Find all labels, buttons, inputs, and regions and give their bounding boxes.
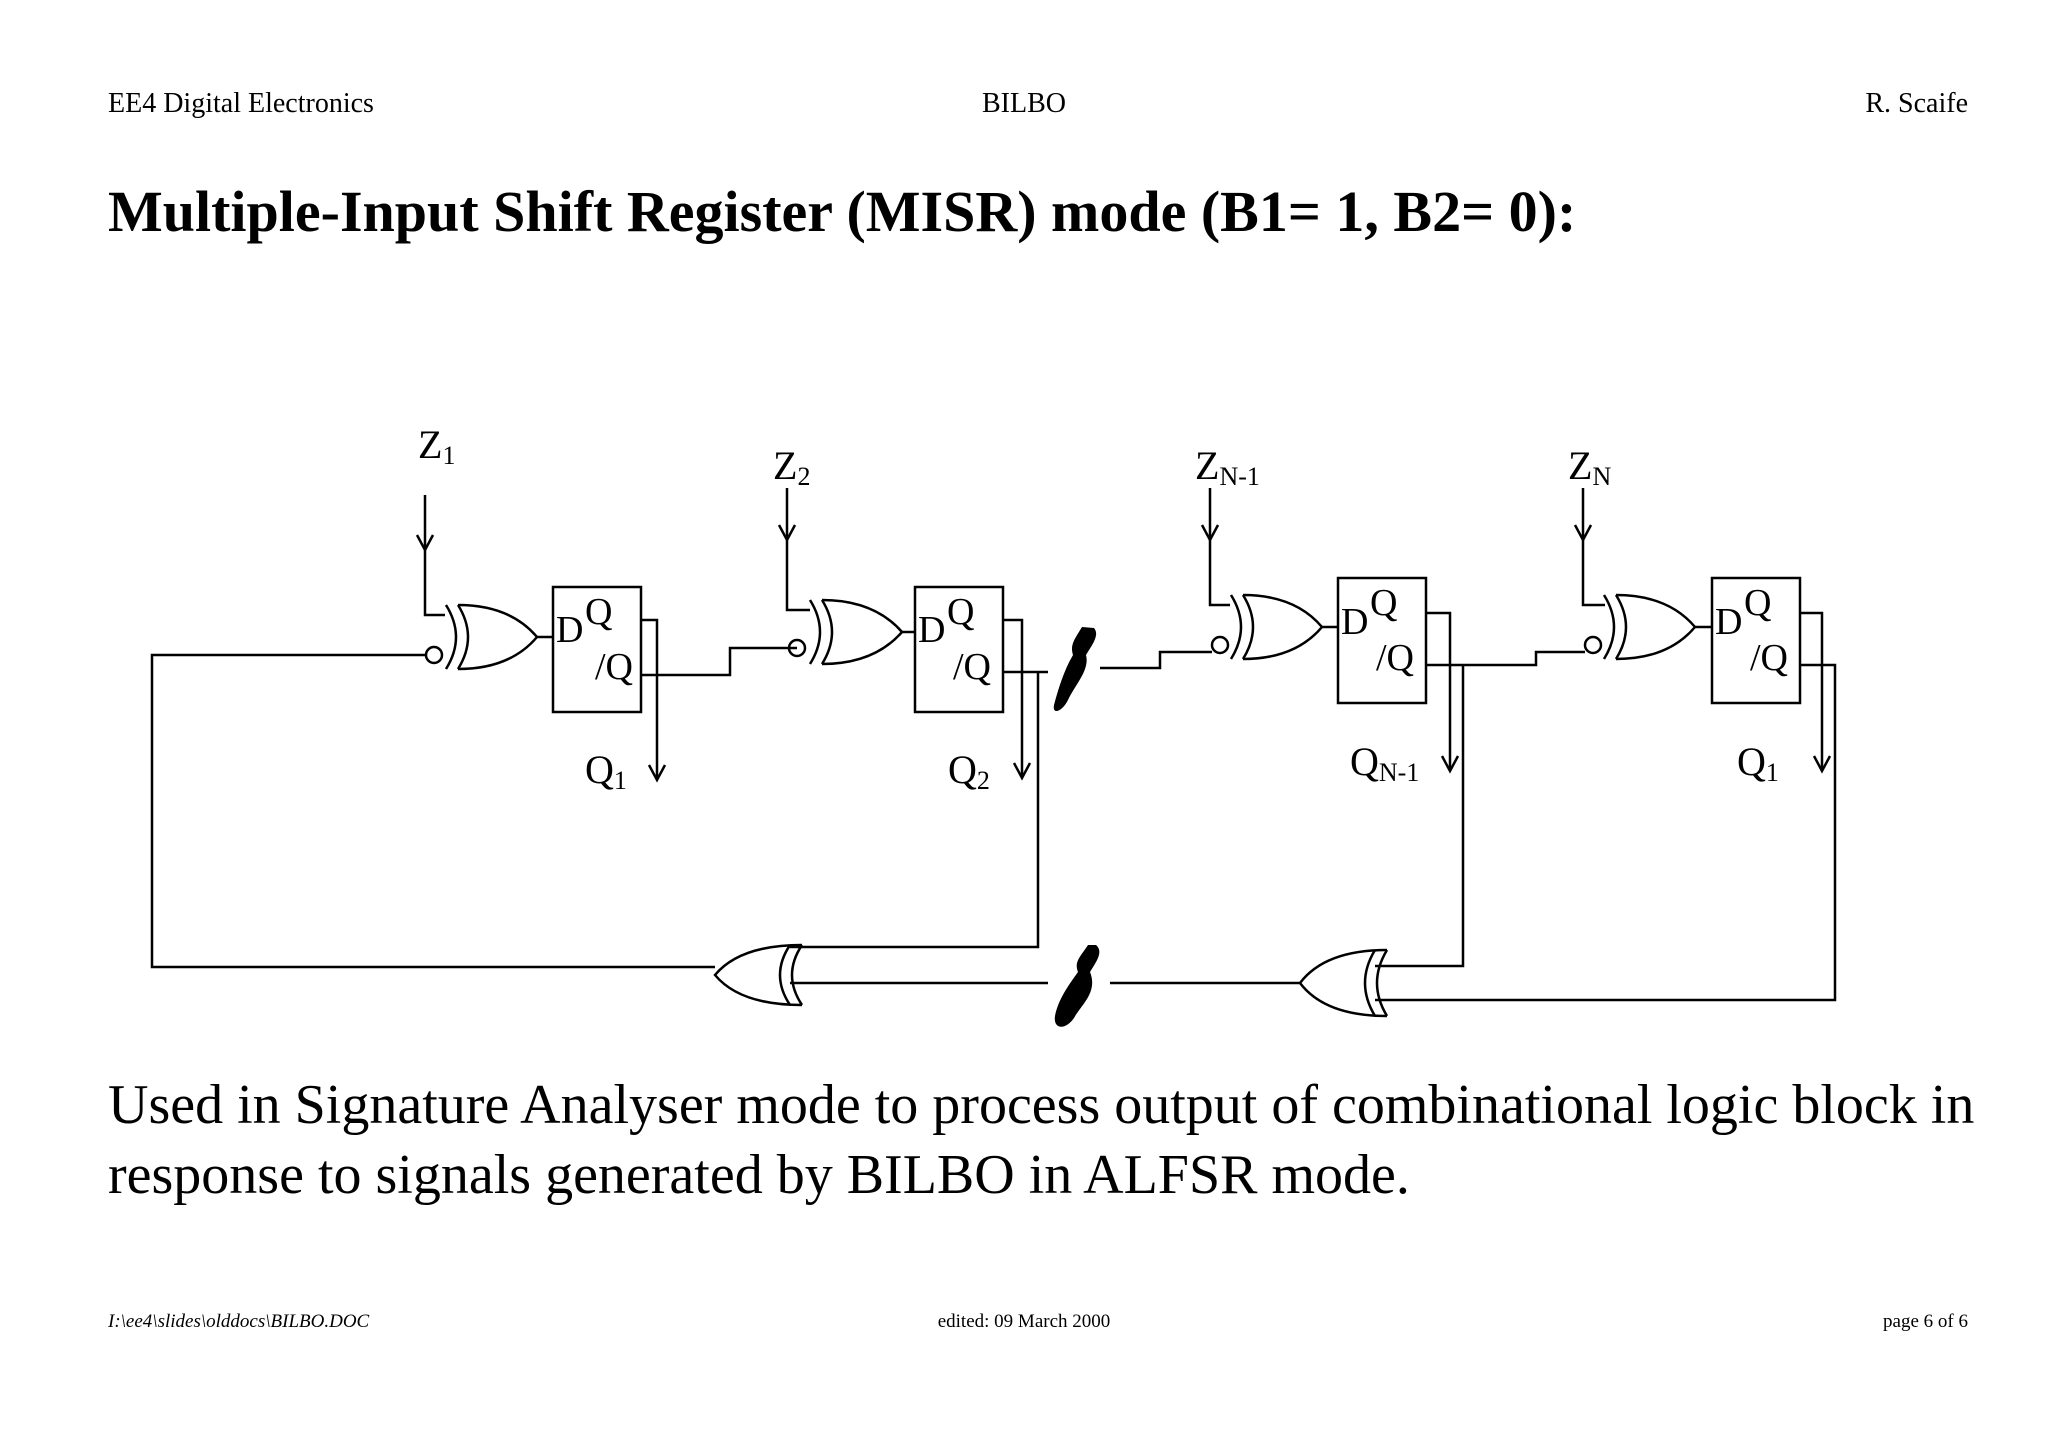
flip-flop-4 xyxy=(1710,576,1802,705)
input-arrow-4 xyxy=(1573,524,1593,543)
ff2-d-label: D xyxy=(918,609,945,651)
ff4-q-label: Q xyxy=(1744,582,1771,624)
tap-stage-2 xyxy=(790,672,1040,949)
input-label-z2: Z2 xyxy=(773,443,810,491)
input-label-zn1: ZN-1 xyxy=(1195,443,1260,491)
input-wire-4 xyxy=(1581,488,1605,607)
footer-edited-date: edited: 09 March 2000 xyxy=(937,1311,1111,1332)
input-arrow-2 xyxy=(777,524,797,543)
footer-page-number: page 6 of 6 xyxy=(1883,1311,1968,1332)
output-label-q2: Q2 xyxy=(948,747,990,795)
page-title: Multiple-Input Shift Register (MISR) mod… xyxy=(108,179,1577,244)
feedback-xor-right xyxy=(1298,948,1389,1018)
output-label-q1: Q1 xyxy=(585,747,627,795)
ff2-q-label: Q xyxy=(947,591,974,633)
input-wire-1 xyxy=(423,495,445,617)
q-output-wire-4 xyxy=(1800,611,1824,771)
input-arrow-1 xyxy=(415,534,435,553)
xor-gate-4 xyxy=(1583,593,1712,661)
input-arrow-3 xyxy=(1200,524,1220,543)
q-output-arrow-4 xyxy=(1812,755,1832,774)
flip-flop-1 xyxy=(551,585,643,714)
header-course: EE4 Digital Electronics xyxy=(108,88,374,119)
xor-gate-3 xyxy=(1210,593,1338,661)
link-break-3 xyxy=(1100,650,1212,670)
input-label-zn: ZN xyxy=(1568,443,1611,491)
xor-gate-1 xyxy=(424,603,553,671)
tap-stage-3 xyxy=(1375,665,1465,968)
q-output-wire-2 xyxy=(1003,618,1024,778)
ff1-q-label: Q xyxy=(585,591,612,633)
ff3-q-label: Q xyxy=(1370,582,1397,624)
break-symbol-bottom xyxy=(1054,945,1100,1027)
q-output-wire-1 xyxy=(641,618,659,780)
ff4-d-label: D xyxy=(1715,601,1742,643)
flip-flop-3 xyxy=(1336,576,1428,705)
tap-stage-4 xyxy=(1375,663,1837,1002)
input-label-z1: Z1 xyxy=(418,422,455,470)
link-1-2 xyxy=(641,646,797,677)
q-output-wire-3 xyxy=(1426,611,1452,771)
output-label-q-last: Q1 xyxy=(1737,739,1779,787)
footer-path: I:\ee4\slides\olddocs\BILBO.DOC xyxy=(108,1311,370,1332)
ff4-qbar-label: /Q xyxy=(1750,637,1788,679)
header-author: R. Scaife xyxy=(1865,88,1968,119)
ff3-qbar-label: /Q xyxy=(1376,637,1414,679)
ff1-d-label: D xyxy=(556,609,583,651)
ff1-qbar-label: /Q xyxy=(595,646,633,688)
feedback-xor-left xyxy=(713,943,804,1007)
q-output-arrow-3 xyxy=(1440,755,1460,774)
input-wire-3 xyxy=(1208,488,1230,607)
q-output-arrow-2 xyxy=(1012,762,1032,781)
break-symbol-top xyxy=(1053,627,1097,712)
input-wire-2 xyxy=(785,488,810,612)
output-label-qn1: QN-1 xyxy=(1350,739,1419,787)
body-text: Used in Signature Analyser mode to proce… xyxy=(108,1074,1975,1206)
flip-flop-2 xyxy=(913,585,1005,714)
feedback-loop xyxy=(150,653,715,969)
ff3-d-label: D xyxy=(1341,601,1368,643)
q-output-arrow-1 xyxy=(647,764,667,783)
ff2-qbar-label: /Q xyxy=(953,646,991,688)
header-topic: BILBO xyxy=(982,88,1066,119)
link-3-4 xyxy=(1426,650,1585,667)
misr-circuit-diagram: D Q /Q D Q /Q D Q /Q D Q /Q Z1 Z2 ZN-1 Z… xyxy=(150,422,1837,1027)
